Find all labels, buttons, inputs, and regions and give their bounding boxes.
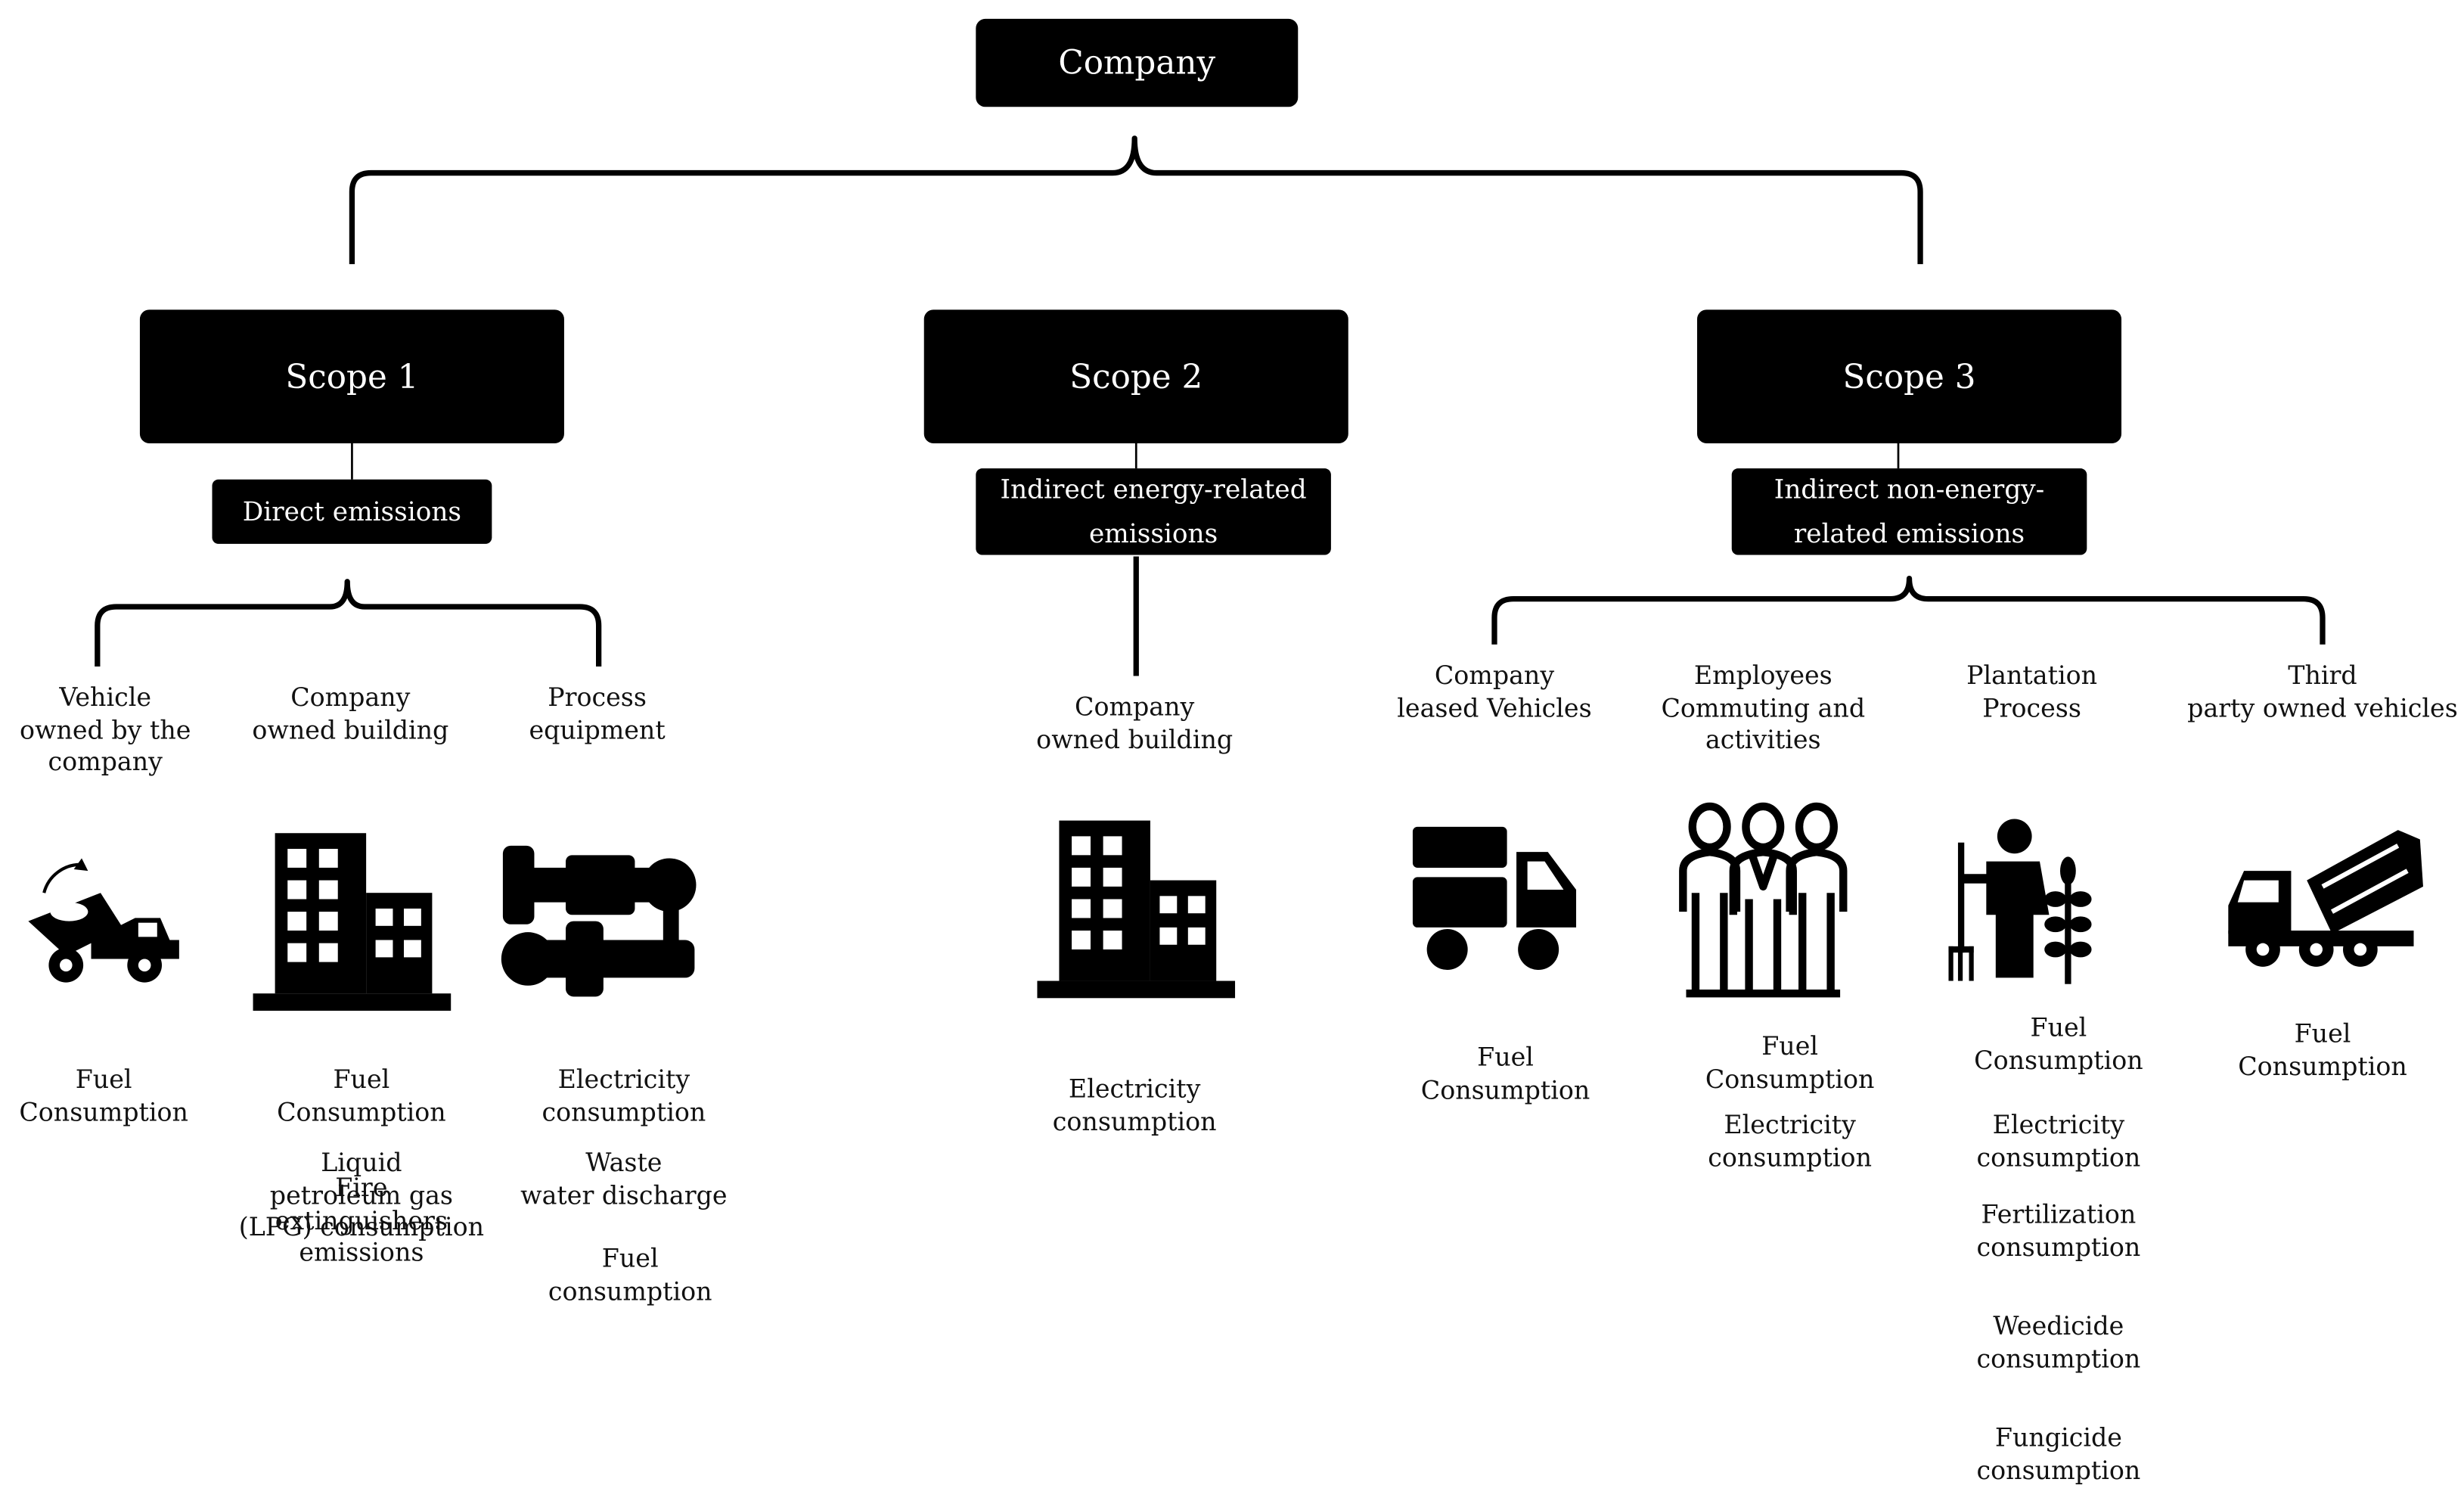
emission-item-plantation-fuel: Fuel Consumption [1974, 1012, 2143, 1075]
emission-item-plantation-electricity: Electricity consumption [1976, 1109, 2141, 1172]
scope2-node: Scope 2 [923, 309, 1348, 443]
scope2-subtitle-line: Indirect energy-related [1000, 474, 1307, 504]
scope3-title: Scope 3 [1842, 357, 1976, 396]
category-label-process-equipment: Process equipment [529, 682, 666, 744]
emission-item-employees-electricity: Electricity consumption [1708, 1109, 1872, 1172]
scope1-node: Scope 1 [139, 309, 564, 443]
employees-icon [1679, 802, 1848, 998]
category-label-company-building: Company owned building [252, 682, 449, 744]
emission-item-process-fuel: Fuel consumption [548, 1243, 712, 1306]
scope2-title: Scope 2 [1069, 357, 1203, 396]
category-label-vehicle-owned: Vehicle owned by the company [19, 682, 191, 777]
dump-truck-icon [28, 858, 179, 983]
emission-item-vehicle-fuel: Fuel Consumption [19, 1064, 188, 1126]
scope1-subtitle: Direct emissions [242, 496, 462, 527]
scope3-brace [1491, 575, 2326, 645]
scope2-subtitle-box: Indirect energy-related emissions [976, 468, 1331, 555]
category-label-plantation-process: Plantation Process [1966, 660, 2098, 722]
emission-item-process-electricity: Electricity consumption [542, 1064, 706, 1126]
emission-item-plantation-fungicide: Fungicide consumption [1976, 1422, 2141, 1485]
emission-item-scope2-electricity: Electricity consumption [1052, 1074, 1217, 1136]
truck-icon [1412, 826, 1577, 971]
scope2-subtitle-line: emissions [1088, 517, 1218, 548]
cement-mixer-truck-icon [2228, 830, 2423, 967]
scope3-subtitle-box: Indirect non-energy- related emissions [1731, 468, 2087, 555]
scope1-subtitle-box: Direct emissions [212, 479, 492, 544]
farmer-plant-icon [1948, 819, 2092, 984]
root-brace [349, 135, 1923, 265]
scope3-subtitle-line: related emissions [1793, 517, 2025, 548]
scope1-title: Scope 1 [285, 357, 419, 396]
emission-item-plantation-weedicide: Weedicide consumption [1976, 1310, 2141, 1373]
scope1-brace [95, 579, 602, 667]
emission-item-plantation-fertilization: Fertilization consumption [1976, 1199, 2141, 1262]
category-label-leased-vehicles: Company leased Vehicles [1397, 660, 1592, 722]
category-label-scope2-building: Company owned building [1036, 691, 1234, 754]
emission-item-leased-fuel: Fuel Consumption [1420, 1042, 1590, 1105]
emission-item-building-fuel: Fuel Consumption [277, 1064, 446, 1126]
category-label-third-party-vehicles: Third party owned vehicles [2187, 660, 2458, 722]
process-equipment-icon [501, 845, 697, 997]
emission-item-third-party-fuel: Fuel Consumption [2238, 1018, 2407, 1081]
company-node: Company [976, 18, 1299, 107]
scope3-subtitle-line: Indirect non-energy- [1774, 474, 2045, 504]
emission-item-process-waste-water: Waste water discharge [520, 1147, 728, 1210]
building-icon [253, 833, 452, 1011]
company-label: Company [1058, 44, 1216, 82]
emission-item-building-lpg: Liquid petroleum gas (LPG) consumption [238, 1147, 485, 1242]
category-label-employees-commuting: Employees Commuting and activities [1661, 660, 1866, 755]
emission-item-building-fire-extinguishers: Fire extinguishers emissions [275, 1173, 448, 1267]
emission-item-employees-fuel: Fuel Consumption [1705, 1031, 1875, 1094]
scope3-node: Scope 3 [1697, 309, 2122, 443]
building-icon [1037, 820, 1236, 999]
